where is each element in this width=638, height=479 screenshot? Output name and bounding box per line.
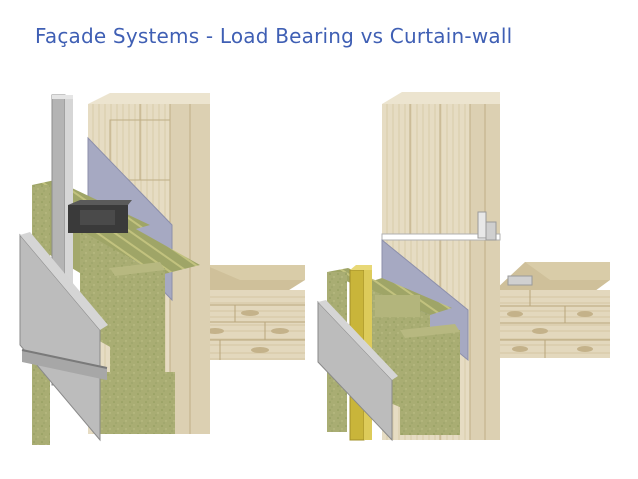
insulation-lower [95,372,175,434]
curtain-wall-diagram [317,92,610,442]
cladding-panel-edge [318,300,398,380]
slide-title: Façade Systems - Load Bearing vs Curtain… [35,24,513,48]
cladding-panel [19,232,108,442]
floor-slab [495,262,610,358]
steel-bracket [68,200,132,233]
load-bearing-diagram [19,93,305,445]
